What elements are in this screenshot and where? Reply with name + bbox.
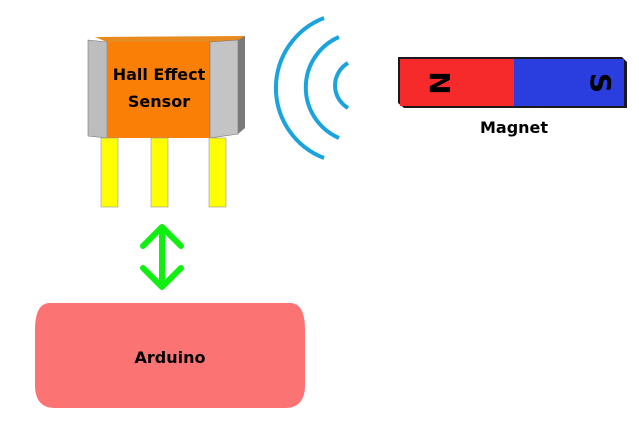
sensor-label-line1: Hall Effect [113, 65, 206, 84]
sensor-leg [100, 137, 119, 208]
sensor-left-side [87, 39, 108, 139]
magnet: N S Magnet [398, 57, 627, 137]
sensor-body [107, 42, 210, 138]
sensor-label-line2: Sensor [128, 92, 190, 111]
magnet-north-label: N [423, 71, 456, 94]
arduino-block: Arduino [35, 303, 305, 408]
magnetic-field-waves [273, 16, 350, 160]
sensor-leg [150, 137, 169, 208]
sensor-top [95, 36, 245, 42]
arduino-label: Arduino [135, 348, 206, 367]
magnet-south-pole [514, 59, 624, 106]
sensor-leg [208, 137, 227, 208]
sensor-right-side [209, 39, 239, 139]
magnet-north-pole [400, 59, 514, 106]
sensor-right-edge [238, 36, 245, 134]
wave-arc [273, 16, 325, 160]
wave-arc [333, 61, 350, 110]
hall-effect-sensor: Hall Effect Sensor [87, 36, 245, 208]
arduino-box [35, 303, 305, 408]
magnet-label: Magnet [480, 118, 548, 137]
bidirectional-arrow-icon [140, 224, 184, 290]
magnet-south-label: S [584, 73, 617, 93]
wave-arc [303, 35, 340, 140]
